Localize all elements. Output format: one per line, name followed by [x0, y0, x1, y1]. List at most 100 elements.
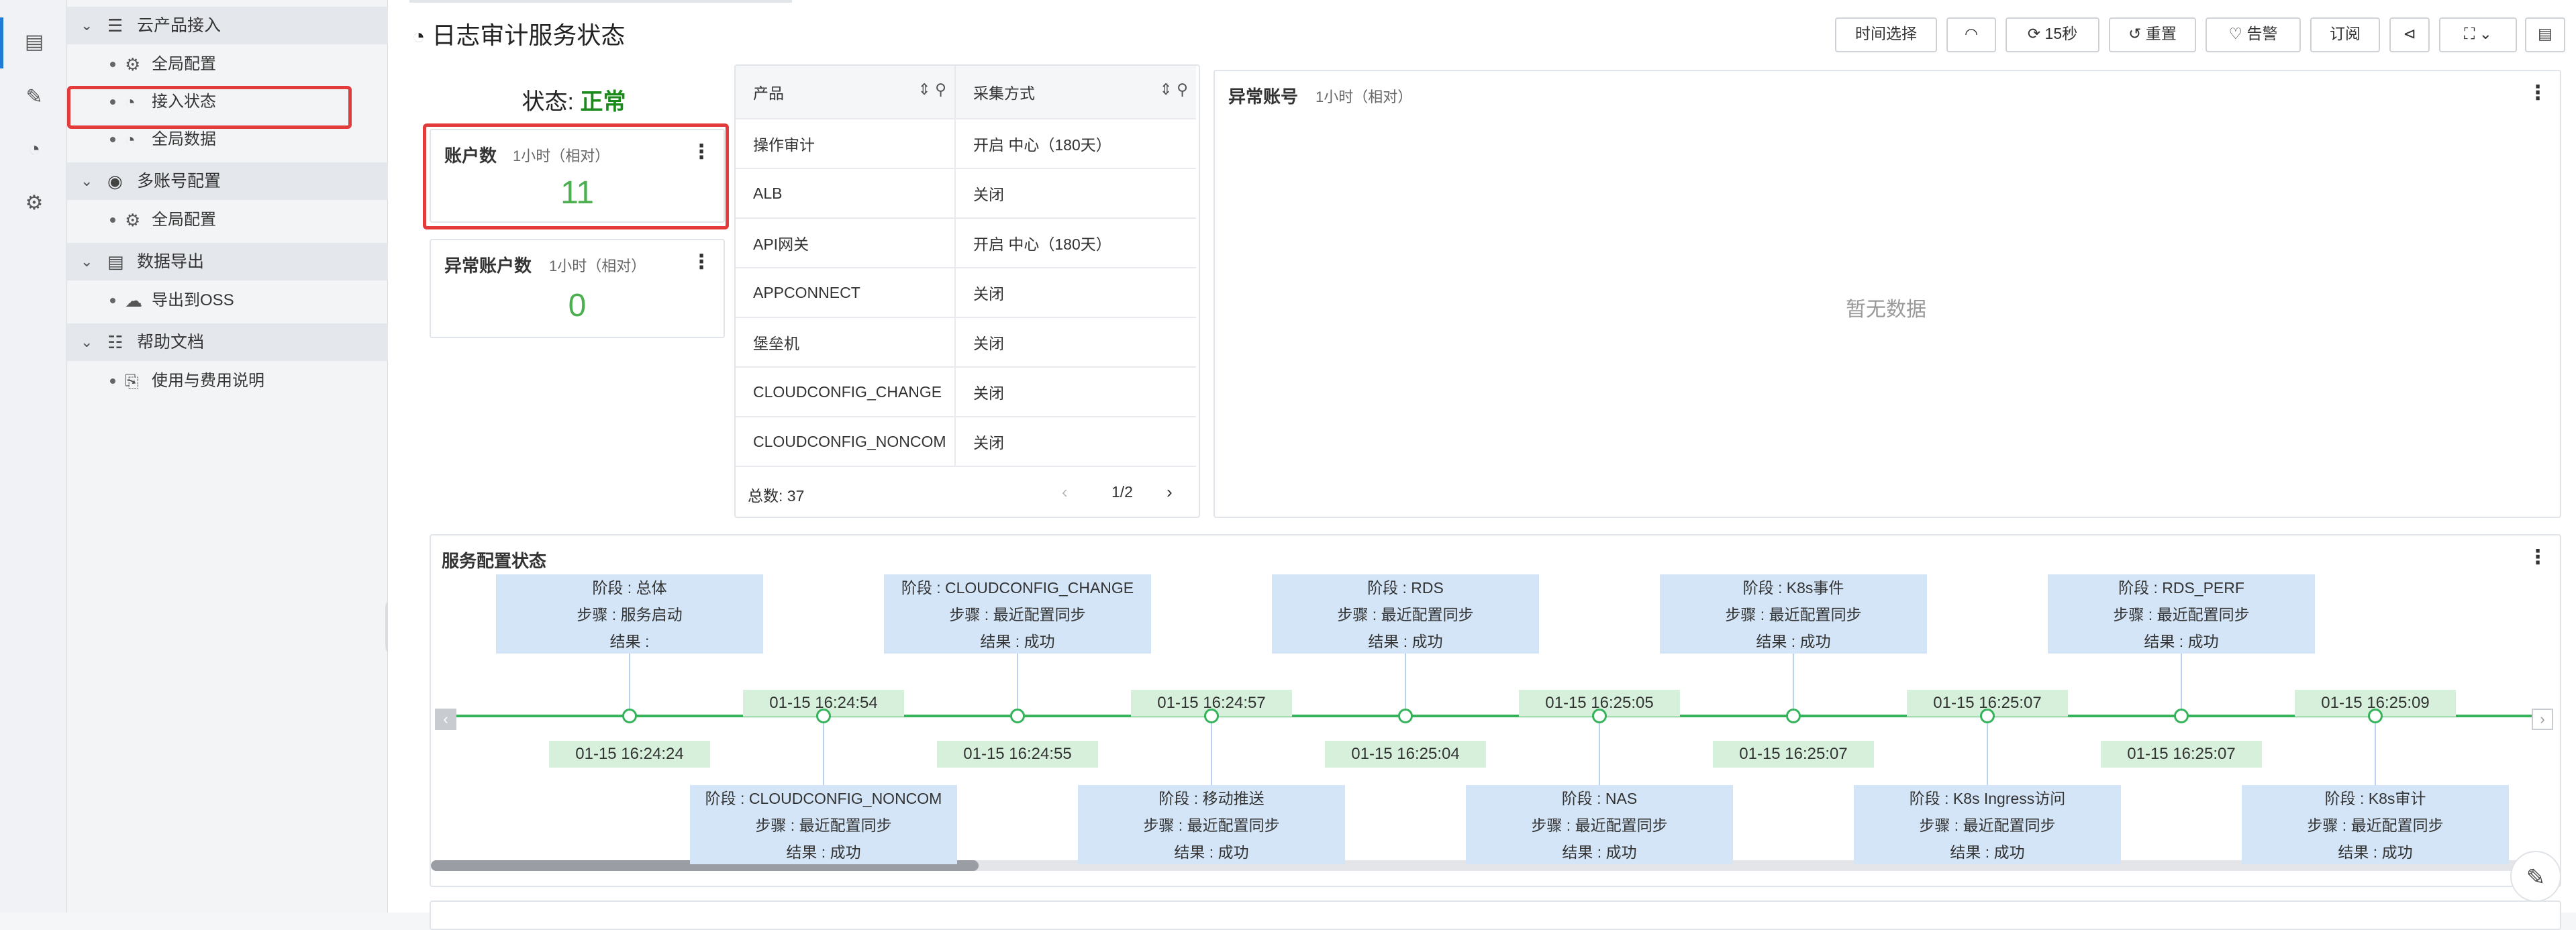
panel-range: 1小时（相对）: [549, 258, 646, 274]
timeline-time-label: 01-15 16:25:04: [1325, 741, 1486, 768]
timeline-connector: [2375, 722, 2376, 786]
settings-icon[interactable]: ⚙: [25, 192, 44, 214]
subscribe-button[interactable]: 订阅: [2310, 17, 2380, 52]
pie-chart-icon[interactable]: ◔: [28, 138, 41, 160]
abnormal-account-count-value: 0: [568, 288, 587, 323]
nav-group-help-docs[interactable]: ⌄ ☷ 帮助文档: [67, 323, 388, 361]
abnormal-account-count-panel: 异常账户数 1小时（相对） ⋮ 0: [430, 239, 725, 338]
timeline-time-label: 01-15 16:25:07: [1713, 741, 1874, 768]
table-row[interactable]: 操作审计开启 中心（180天）: [736, 119, 1196, 169]
timeline-time-label: 01-15 16:25:07: [2101, 741, 2262, 768]
cell-product: CLOUDCONFIG_NONCOM: [736, 417, 956, 467]
account-count-value: 11: [560, 175, 594, 211]
timeline-step-card[interactable]: 阶段 : K8s审计步骤 : 最近配置同步结果 : 成功: [2242, 785, 2509, 864]
timeline-node[interactable]: [1980, 709, 1995, 723]
step-result: 结果 : 成功: [2144, 633, 2219, 650]
timeline-node[interactable]: [816, 709, 831, 723]
panel-title: 服务配置状态: [442, 551, 547, 571]
nav-item-multi-global-config[interactable]: ⚙ 全局配置: [67, 201, 388, 239]
step-result: 结果 : 成功: [1756, 633, 1831, 650]
nav-item-access-status[interactable]: ◔ 接入状态: [67, 83, 388, 121]
dashboard-icon: ◔: [412, 24, 426, 48]
nav-group-cloud-product[interactable]: ⌄ ☰ 云产品接入: [67, 7, 388, 44]
more-icon[interactable]: ⋮: [691, 251, 711, 273]
timeline-step-card[interactable]: 阶段 : K8s Ingress访问步骤 : 最近配置同步结果 : 成功: [1854, 785, 2121, 864]
timeline-node[interactable]: [2368, 709, 2383, 723]
pie-chart-icon: ◔: [125, 92, 136, 112]
service-config-panel: 服务配置状态 ⋮ ‹ › 阶段 : 总体步骤 : 服务启动结果 : 01-15 1…: [430, 534, 2561, 887]
time-select-button[interactable]: 时间选择: [1835, 17, 1937, 52]
export-chart-icon: ▤: [107, 252, 124, 272]
service-status: 状态: 正常: [522, 89, 626, 115]
nav-item-global-data[interactable]: ◔ 全局数据: [67, 121, 388, 158]
timeline-connector: [1405, 654, 1406, 710]
timeline-node[interactable]: [1786, 709, 1801, 723]
timeline-step-card[interactable]: 阶段 : 总体步骤 : 服务启动结果 :: [496, 574, 763, 654]
icon-rail: ▤ ✎ ◔ ⚙: [0, 0, 67, 913]
table-row[interactable]: 堡垒机关闭: [736, 317, 1196, 368]
step-step: 步骤 : 最近配置同步: [1337, 606, 1474, 623]
step-step: 步骤 : 最近配置同步: [1725, 606, 1862, 623]
share-button[interactable]: ⊲: [2389, 17, 2430, 52]
nav-group-data-export[interactable]: ⌄ ▤ 数据导出: [67, 243, 388, 280]
cell-product: API网关: [736, 218, 956, 268]
fullscreen-button[interactable]: ⛶ ⌄: [2439, 17, 2517, 52]
nav-item-global-config[interactable]: ⚙ 全局配置: [67, 46, 388, 83]
document-icon[interactable]: ▤: [24, 31, 44, 53]
nav-item-usage-billing[interactable]: ⎘ 使用与费用说明: [67, 362, 388, 400]
cell-collect-mode: 开启 中心（180天）: [955, 119, 1196, 169]
step-stage: 阶段 : NAS: [1561, 790, 1638, 807]
prev-page-button[interactable]: ‹: [1062, 482, 1068, 502]
timeline-axis: [435, 715, 2549, 717]
timeline-node[interactable]: [1010, 709, 1025, 723]
timeline-node[interactable]: [1204, 709, 1219, 723]
reset-button[interactable]: ↺ 重置: [2109, 17, 2196, 52]
comment-button[interactable]: ▤: [2525, 17, 2565, 52]
step-stage: 阶段 : K8s Ingress访问: [1909, 790, 2066, 807]
sort-search-icon[interactable]: ⇕ ⚲: [918, 81, 946, 98]
cell-collect-mode: 关闭: [955, 367, 1196, 417]
table-row[interactable]: API网关开启 中心（180天）: [736, 218, 1196, 268]
more-icon[interactable]: ⋮: [691, 141, 711, 163]
nav-item-export-oss[interactable]: ☁ 导出到OSS: [67, 282, 388, 319]
edit-pencil-icon[interactable]: ✎: [2510, 851, 2561, 902]
column-header-product[interactable]: 产品⇕ ⚲: [736, 66, 956, 119]
timeline-step-card[interactable]: 阶段 : K8s事件步骤 : 最近配置同步结果 : 成功: [1660, 574, 1927, 654]
timeline-node[interactable]: [1592, 709, 1607, 723]
step-result: 结果 : 成功: [786, 843, 861, 861]
nav-group-multi-account[interactable]: ⌄ ◉ 多账号配置: [67, 162, 388, 200]
edit-list-icon[interactable]: ✎: [26, 86, 43, 108]
timeline-scroll-right[interactable]: ›: [2532, 709, 2553, 730]
gear-icon: ⚙: [125, 54, 141, 74]
alert-button[interactable]: ♡ 告警: [2206, 17, 2301, 52]
step-step: 步骤 : 最近配置同步: [1143, 817, 1280, 834]
more-icon[interactable]: ⋮: [2528, 82, 2548, 104]
refresh-icon: ⟳: [2027, 25, 2041, 42]
column-header-collect-mode[interactable]: 采集方式⇕ ⚲: [955, 66, 1196, 119]
more-icon[interactable]: ⋮: [2528, 546, 2548, 568]
timeline-node[interactable]: [622, 709, 637, 723]
step-stage: 阶段 : CLOUDCONFIG_CHANGE: [901, 579, 1134, 597]
next-page-button[interactable]: ›: [1167, 482, 1173, 502]
speedometer-button[interactable]: ◠: [1946, 17, 1996, 52]
chevron-down-icon: ⌄: [81, 333, 93, 350]
auto-refresh-button[interactable]: ⟳ 15秒: [2005, 17, 2099, 52]
abnormal-accounts-panel: 异常账号 1小时（相对） ⋮ 暂无数据: [1213, 70, 2561, 518]
timeline-node[interactable]: [2174, 709, 2189, 723]
timeline-node[interactable]: [1398, 709, 1413, 723]
status-value: 正常: [580, 89, 626, 115]
timeline-scroll-left[interactable]: ‹: [435, 709, 456, 730]
sort-search-icon[interactable]: ⇕ ⚲: [1159, 81, 1188, 98]
step-stage: 阶段 : K8s审计: [2324, 790, 2426, 807]
page-indicator: 1/2: [1111, 483, 1133, 501]
timeline-step-card[interactable]: 阶段 : 移动推送步骤 : 最近配置同步结果 : 成功: [1078, 785, 1345, 864]
